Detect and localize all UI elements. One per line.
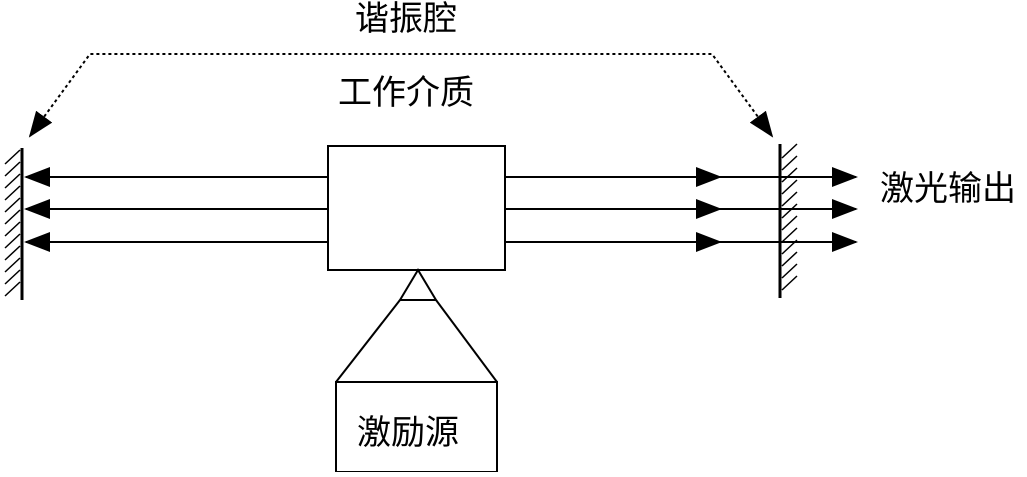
- pump-coupler: [335, 268, 498, 383]
- left-mirror: [4, 148, 24, 300]
- resonator-cavity-label: 谐振腔: [355, 0, 457, 39]
- laser-output-label: 激光输出: [880, 169, 1016, 209]
- output-beams: [720, 167, 858, 252]
- pump-source-label: 激励源: [357, 413, 459, 453]
- gain-medium-label: 工作介质: [338, 73, 474, 113]
- cavity-bracket: [28, 53, 774, 138]
- gain-medium-box: [327, 145, 506, 271]
- right-mirror: [778, 143, 798, 298]
